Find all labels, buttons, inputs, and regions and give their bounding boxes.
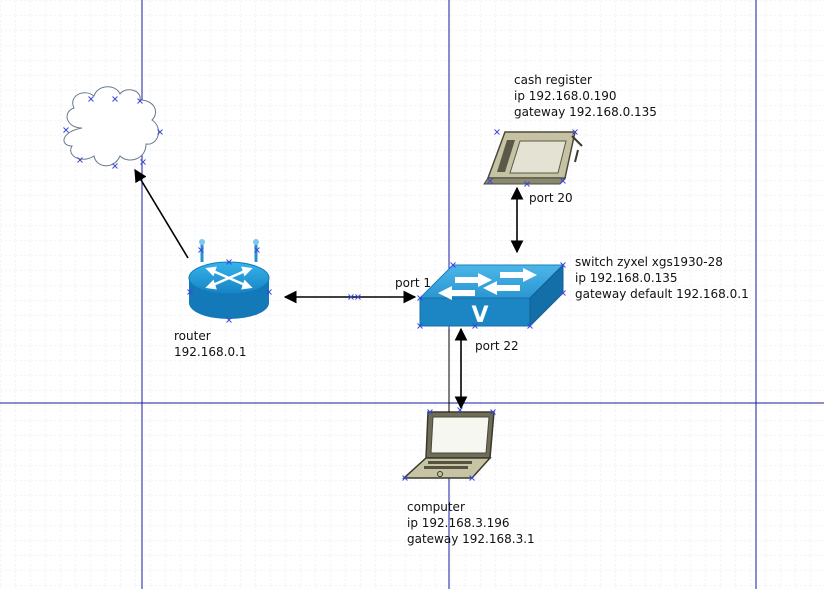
port-label-router: port 1: [395, 276, 431, 290]
switch-label: switch zyxel xgs1930-28: [575, 255, 723, 269]
router-ip: 192.168.0.1: [174, 345, 247, 359]
computer-icon[interactable]: [402, 411, 495, 479]
port-label-cash-register: port 20: [529, 191, 573, 205]
computer-label: computer: [407, 500, 465, 514]
switch-gateway: gateway default 192.168.0.1: [575, 287, 749, 301]
cash-register-gateway: gateway 192.168.0.135: [514, 105, 657, 119]
computer-ip: ip 192.168.3.196: [407, 516, 510, 530]
router-label: router: [174, 329, 211, 343]
cloud-icon[interactable]: [63, 86, 160, 167]
switch-badge: V: [471, 303, 488, 328]
cash-register-label: cash register: [514, 73, 592, 87]
connection-points: [63, 96, 578, 481]
cash-register-ip: ip 192.168.0.190: [514, 89, 617, 103]
connections: [134, 168, 524, 412]
port-label-computer: port 22: [475, 339, 519, 353]
switch-ip: ip 192.168.0.135: [575, 271, 678, 285]
edge-router-cloud[interactable]: [134, 168, 189, 259]
cash-register-icon[interactable]: [483, 131, 583, 185]
router-icon[interactable]: [188, 239, 270, 319]
computer-gateway: gateway 192.168.3.1: [407, 532, 535, 546]
